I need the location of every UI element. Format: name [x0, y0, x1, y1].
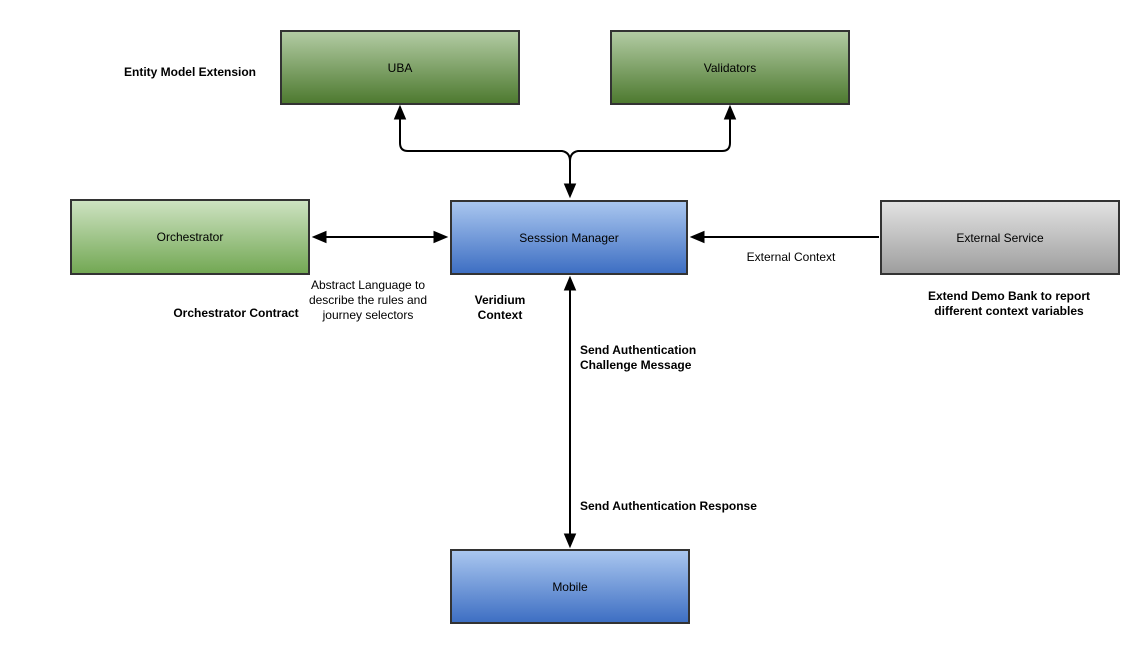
edge-external-service-session-manager [689, 230, 879, 244]
label-send-auth-challenge: Send Authentication Challenge Message [580, 343, 697, 372]
arrowhead-left-orchestrator [311, 230, 327, 244]
label-abstract-language: Abstract Language to describe the rules … [308, 278, 428, 322]
node-orchestrator: Orchestrator [70, 199, 310, 275]
arrowhead-up-uba [393, 104, 407, 120]
edge-fork-to-session-manager [563, 183, 577, 199]
arrowhead-up-session-manager [563, 275, 577, 291]
node-session-manager-label: Sesssion Manager [519, 230, 619, 245]
arrowhead-up-validators [723, 104, 737, 120]
label-entity-model-extension: Entity Model Extension [123, 65, 256, 79]
node-external-service-label: External Service [956, 230, 1044, 245]
arrowhead-down-mobile [563, 533, 577, 549]
arrowhead-right-session-manager [433, 230, 449, 244]
edge-session-manager-to-validators [569, 104, 737, 162]
edge-orchestrator-session-manager [311, 230, 449, 244]
node-orchestrator-label: Orchestrator [156, 230, 224, 244]
label-external-context: External Context [746, 250, 836, 264]
label-veridium-context: Veridium Context [474, 293, 526, 322]
arrowhead-left-session-manager [689, 230, 705, 244]
arrowhead-down-session-manager [563, 183, 577, 199]
label-send-auth-response: Send Authentication Response [580, 499, 757, 513]
edge-session-manager-to-uba [393, 104, 571, 184]
node-mobile: Mobile [450, 549, 690, 624]
node-validators-label: Validators [703, 60, 757, 75]
node-external-service: External Service [880, 200, 1120, 275]
label-orchestrator-contract: Orchestrator Contract [173, 306, 299, 320]
node-session-manager: Sesssion Manager [450, 200, 688, 275]
node-uba: UBA [280, 30, 520, 105]
node-validators: Validators [610, 30, 850, 105]
label-extend-demo-bank: Extend Demo Bank to report different con… [927, 289, 1091, 318]
node-uba-label: UBA [387, 60, 413, 75]
node-mobile-label: Mobile [552, 579, 588, 594]
edge-session-manager-mobile [563, 275, 577, 549]
